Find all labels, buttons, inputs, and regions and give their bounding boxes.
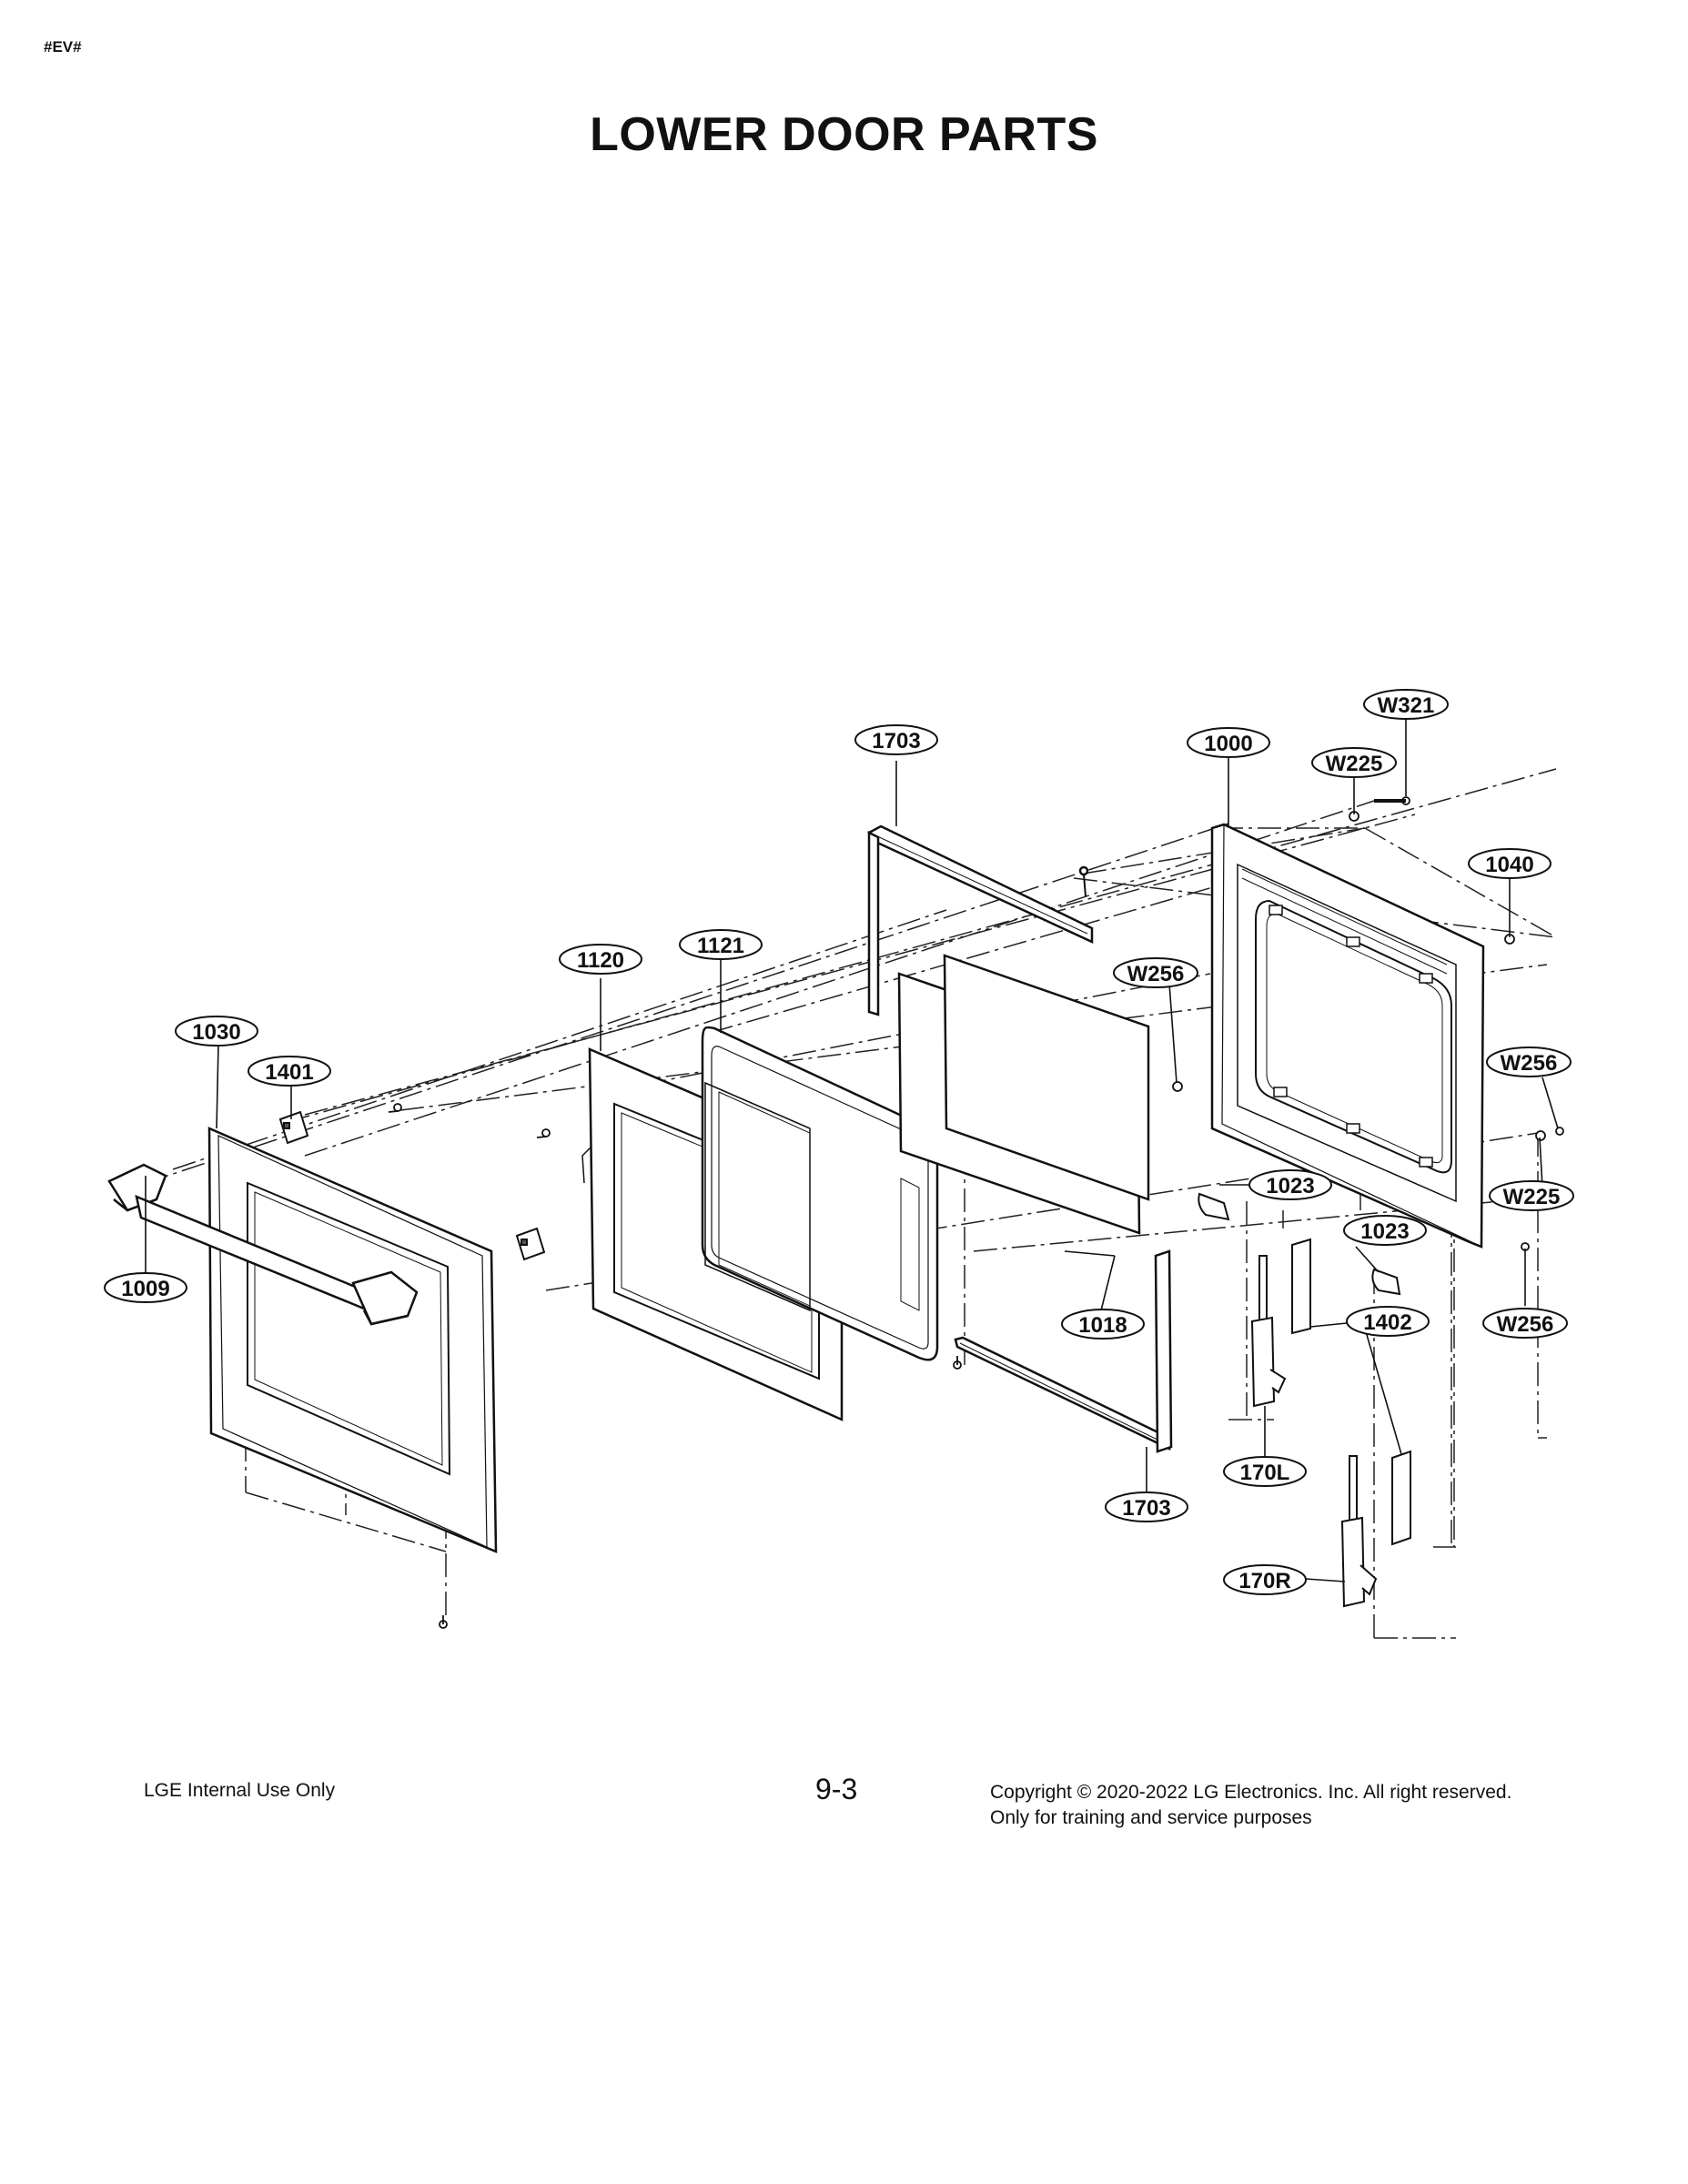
svg-text:1023: 1023 (1360, 1219, 1409, 1244)
callout-1023-a: 1023 (1248, 1169, 1332, 1200)
callout-1030: 1030 (175, 1016, 258, 1046)
footer-copyright: Copyright © 2020-2022 LG Electronics. In… (990, 1780, 1511, 1831)
door-hinges (1250, 1255, 1378, 1608)
svg-text:1030: 1030 (192, 1020, 240, 1045)
svg-text:W256: W256 (1497, 1312, 1554, 1337)
svg-text:1000: 1000 (1204, 732, 1252, 756)
svg-text:1009: 1009 (121, 1277, 169, 1301)
door-stoppers (1198, 1192, 1401, 1296)
callout-W225-right: W225 (1489, 1180, 1574, 1211)
svg-text:170L: 170L (1240, 1461, 1290, 1485)
svg-text:W256: W256 (1501, 1051, 1558, 1076)
svg-text:1703: 1703 (872, 729, 920, 753)
page-number: 9-3 (815, 1773, 858, 1805)
copyright-line: Copyright © 2020-2022 LG Electronics. In… (990, 1782, 1512, 1803)
upper-door-seal (867, 824, 1094, 1016)
lower-door-seal (954, 1249, 1173, 1453)
svg-text:W321: W321 (1378, 693, 1435, 718)
hinge-bracket-parts (278, 1110, 546, 1261)
svg-text:1018: 1018 (1078, 1313, 1127, 1338)
callout-W256-mid: W256 (1113, 957, 1198, 988)
callout-1018: 1018 (1061, 1309, 1145, 1340)
door-glass-panes (897, 954, 1150, 1235)
callout-1703-bottom: 1703 (1105, 1491, 1188, 1522)
page-title: LOWER DOOR PARTS (590, 108, 1098, 161)
footer-internal-use: LGE Internal Use Only (144, 1780, 336, 1801)
svg-text:1023: 1023 (1266, 1174, 1314, 1198)
callout-1009: 1009 (104, 1272, 187, 1303)
hinge-plates (1291, 1238, 1411, 1546)
leader-lines (145, 719, 1559, 1582)
callout-1040: 1040 (1468, 848, 1552, 879)
document-code: #EV# (44, 38, 82, 56)
callout-1402: 1402 (1346, 1306, 1430, 1337)
svg-text:1703: 1703 (1122, 1496, 1170, 1521)
svg-text:1120: 1120 (577, 948, 624, 973)
callout-1121: 1121 (679, 929, 763, 960)
screws (388, 796, 1564, 1629)
callout-W321: W321 (1363, 689, 1449, 720)
callout-1000: 1000 (1187, 727, 1270, 758)
callout-1120: 1120 (559, 944, 642, 975)
callouts: 1703 1000 W321 W225 1040 1121 1120 W256 … (104, 689, 1574, 1595)
callout-170L: 170L (1223, 1456, 1307, 1487)
svg-text:170R: 170R (1238, 1569, 1290, 1593)
door-gasket-frame (701, 1026, 939, 1361)
callout-W256-right: W256 (1486, 1046, 1572, 1077)
callout-1703-top: 1703 (854, 724, 938, 755)
callout-170R: 170R (1223, 1564, 1307, 1595)
callout-W225-top: W225 (1311, 747, 1397, 778)
svg-text:1401: 1401 (265, 1060, 313, 1085)
inner-door-liner (1210, 823, 1485, 1249)
svg-text:1121: 1121 (697, 934, 744, 958)
callout-1401: 1401 (248, 1056, 331, 1087)
door-handle (107, 1163, 419, 1326)
svg-text:W225: W225 (1326, 752, 1383, 776)
svg-text:1402: 1402 (1363, 1310, 1411, 1335)
svg-text:W256: W256 (1127, 962, 1185, 986)
callout-1023-b: 1023 (1343, 1215, 1427, 1246)
outer-door-panel (207, 1127, 498, 1553)
svg-text:1040: 1040 (1485, 853, 1533, 877)
training-line: Only for training and service purposes (990, 1807, 1312, 1828)
callout-W256-low: W256 (1482, 1308, 1568, 1339)
svg-text:W225: W225 (1503, 1185, 1561, 1209)
